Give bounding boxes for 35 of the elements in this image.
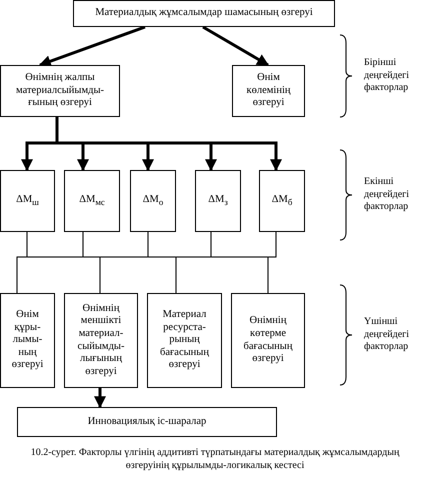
level-label: Екінші деңгейдегі факторлар xyxy=(364,176,410,214)
factor-box xyxy=(0,170,55,232)
box-text: ΔM$_{з}$ xyxy=(207,194,229,208)
factor-box xyxy=(195,170,241,232)
box-text: Өнім құры- лымы- ның өзгеруі xyxy=(10,309,44,372)
box-text: ΔM$_{о}$ xyxy=(142,194,164,208)
process-box xyxy=(231,293,305,388)
arrow xyxy=(202,26,270,66)
process-box xyxy=(64,293,138,388)
level-label: Бірінші деңгейдегі факторлар xyxy=(364,57,410,94)
process-box xyxy=(0,65,120,117)
factor-box xyxy=(64,170,120,232)
box-text: ΔM$_{ш}$ xyxy=(15,194,40,208)
figure-caption: 10.2-сурет. Факторлы үлгінің аддитивті түрпатындағы материалдық жұмсалымдардың өзгеруінің құрылымды-логикалық кестесі xyxy=(30,447,400,472)
box-text: Өнімнің жалпы материалсыйымды-ғының өзгеруі xyxy=(15,72,105,110)
box-text: Материал ресурста-рының бағасының өзгеруі xyxy=(159,309,210,372)
box-text: ΔM$_{мс}$ xyxy=(78,194,106,208)
arrow xyxy=(94,388,106,408)
arrow xyxy=(38,26,146,67)
process-box xyxy=(147,293,222,388)
box-text: ΔM$_{б}$ xyxy=(270,194,294,208)
factor-box xyxy=(130,170,176,232)
connector-line xyxy=(268,232,276,294)
process-box xyxy=(0,293,55,388)
process-box xyxy=(17,407,277,437)
level-label: Үшінші деңгейдегі факторлар xyxy=(364,316,410,354)
box-text: Өнімнің көтерме бағасының өзгеруі xyxy=(242,315,294,366)
box-text: Өнім көлемінің өзгеруі xyxy=(246,72,292,110)
process-box xyxy=(232,65,305,117)
arrow xyxy=(56,117,282,172)
box-text: Материалдық жұмсалымдар шамасының өзгеруі xyxy=(94,7,314,20)
box-text: Инновациялық іс-шаралар xyxy=(86,416,208,428)
factor-box xyxy=(259,170,305,232)
process-box xyxy=(73,0,335,27)
box-text: Өнімнің меншікті материал-сыйымды-лығының өзгеруі xyxy=(76,302,126,378)
